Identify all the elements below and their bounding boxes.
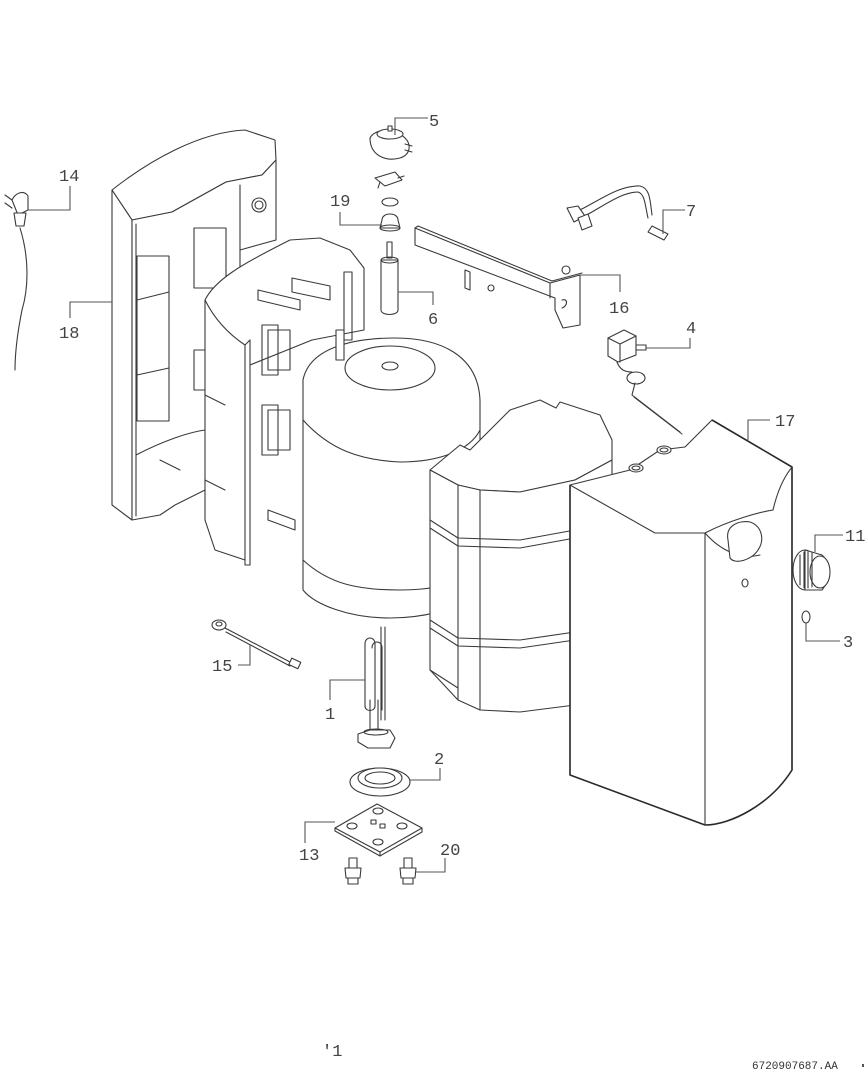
leader-20 — [416, 858, 446, 873]
part-indicator-lens — [801, 610, 811, 624]
part-grommet — [379, 197, 401, 232]
callout-11: 11 — [845, 528, 865, 547]
part-anode-rod — [380, 241, 399, 316]
callout-18: 18 — [59, 325, 79, 344]
callout-4: 4 — [686, 320, 696, 339]
callout-7: 7 — [686, 203, 696, 222]
part-thermostat — [607, 329, 683, 435]
part-power-cord-plug — [4, 191, 29, 371]
leader-6 — [398, 291, 434, 305]
leader-11 — [814, 534, 843, 552]
leader-17 — [747, 419, 770, 440]
part-flange-plate — [334, 803, 423, 857]
part-safety-cutout — [369, 125, 413, 189]
footer-dot — [862, 1064, 864, 1067]
leader-14 — [28, 186, 71, 211]
page-marker: ′1 — [322, 1043, 342, 1062]
callout-15: 15 — [212, 658, 232, 677]
leader-16 — [580, 274, 621, 292]
leader-19 — [339, 212, 382, 226]
callout-17: 17 — [775, 413, 795, 432]
leader-13 — [304, 821, 335, 843]
callout-14: 14 — [59, 168, 79, 187]
callout-2: 2 — [434, 751, 444, 770]
part-flange-gasket — [349, 767, 411, 797]
bolt-left — [344, 857, 362, 885]
part-front-casing — [569, 419, 793, 826]
leader-5 — [394, 117, 428, 135]
callout-6: 6 — [428, 311, 438, 330]
leader-4 — [646, 338, 691, 349]
leader-7 — [662, 209, 685, 234]
callout-20: 20 — [440, 842, 460, 861]
part-heating-element — [357, 626, 396, 749]
leader-1 — [329, 679, 365, 700]
callout-13: 13 — [299, 847, 319, 866]
drawing-number: 6720907687.AA — [752, 1061, 838, 1073]
leader-3 — [805, 623, 840, 642]
part-rear-insulation — [204, 237, 365, 566]
part-earth-wire — [211, 619, 302, 670]
leader-2 — [410, 768, 441, 781]
callout-16: 16 — [609, 300, 629, 319]
callout-3: 3 — [843, 634, 853, 653]
callout-5: 5 — [429, 113, 439, 132]
part-control-knob — [792, 549, 831, 591]
bolt-right — [399, 857, 417, 885]
leader-15 — [238, 645, 251, 666]
leader-18 — [69, 301, 112, 318]
part-sensor-cable — [566, 185, 669, 241]
part-front-insulation — [429, 399, 613, 713]
leader-lines — [28, 117, 843, 873]
callout-1: 1 — [325, 706, 335, 725]
callout-19: 19 — [330, 193, 350, 212]
callout-labels: 14 18 5 19 6 7 16 4 17 11 3 15 1 2 13 20 — [59, 113, 865, 866]
part-mounting-bracket — [414, 225, 583, 329]
part-bolts — [344, 857, 417, 885]
